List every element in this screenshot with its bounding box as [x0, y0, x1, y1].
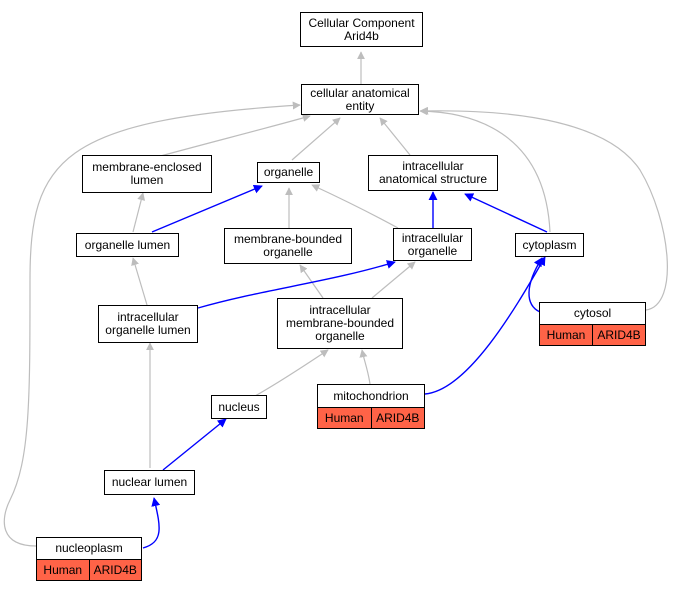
edge-cyto-ias [464, 193, 548, 233]
edge-cyto-cae [419, 107, 551, 233]
annotation-nucleoplasm: Human ARID4B [36, 559, 142, 581]
node-label: cellular anatomical entity [310, 85, 410, 113]
node-cytosol[interactable]: cytosol [539, 302, 646, 325]
node-intracellular-organelle-lumen[interactable]: intracellular organelle lumen [98, 305, 198, 343]
node-label: organelle lumen [84, 237, 171, 252]
node-intracellular-organelle[interactable]: intracellular organelle [393, 228, 472, 261]
edge-iol-orgl [131, 257, 148, 306]
annotation-gene: ARID4B [88, 560, 142, 580]
edge-nuc-imbo [254, 349, 329, 397]
node-label: intracellular membrane-bounded organelle [285, 303, 395, 343]
node-organelle[interactable]: organelle [257, 162, 320, 183]
edge-ias-cae [379, 117, 411, 156]
annotation-gene: ARID4B [370, 408, 425, 428]
annotation-mitochondrion: Human ARID4B [317, 407, 425, 429]
node-label: organelle [263, 165, 314, 179]
edge-mito-cyto [424, 256, 546, 395]
node-label: membrane-bounded organelle [233, 232, 343, 259]
edge-np-cae [3, 101, 301, 547]
node-cytoplasm[interactable]: cytoplasm [515, 233, 584, 257]
edge-imbo-mbo [299, 264, 324, 299]
node-cellular-component-root[interactable]: Cellular Component Arid4b [300, 12, 423, 47]
annotation-species: Human [546, 328, 586, 342]
node-nuclear-lumen[interactable]: nuclear lumen [104, 470, 195, 495]
edge-mel-cae [145, 114, 311, 161]
edge-imbo-io [371, 261, 416, 299]
node-nucleoplasm[interactable]: nucleoplasm [36, 537, 142, 560]
annotation-species: Human [324, 411, 364, 425]
annotation-cytosol: Human ARID4B [539, 324, 646, 346]
node-membrane-enclosed-lumen[interactable]: membrane-enclosed lumen [82, 155, 212, 193]
node-intracellular-membrane-bounded-organelle[interactable]: intracellular membrane-bounded organelle [277, 298, 403, 349]
node-label: nucleoplasm [55, 541, 123, 555]
edge-org-cae [291, 117, 341, 161]
node-label: membrane-enclosed lumen [92, 160, 202, 187]
node-nucleus[interactable]: nucleus [211, 395, 267, 419]
node-intracellular-anatomical-structure[interactable]: intracellular anatomical structure [368, 155, 498, 191]
edge-np-nl [142, 497, 161, 549]
edge-orgl-mel [132, 192, 146, 233]
node-membrane-bounded-organelle[interactable]: membrane-bounded organelle [224, 228, 352, 264]
node-cellular-anatomical-entity[interactable]: cellular anatomical entity [301, 84, 419, 115]
node-label: cytoplasm [522, 237, 577, 252]
node-label: intracellular organelle lumen [105, 310, 191, 337]
edge-cytosol-cae [420, 106, 668, 311]
edge-orgl-org [151, 184, 263, 233]
edge-io-org [311, 184, 399, 229]
node-organelle-lumen[interactable]: organelle lumen [76, 233, 179, 257]
node-label: intracellular organelle [401, 230, 464, 258]
edge-mito-imbo [359, 349, 371, 385]
node-label: Cellular Component Arid4b [308, 15, 415, 43]
annotation-species: Human [43, 563, 83, 577]
node-label: nuclear lumen [111, 475, 188, 489]
node-label: cytosol [573, 306, 612, 320]
edge-iol-io [197, 260, 396, 309]
annotation-gene: ARID4B [592, 325, 645, 345]
edge-nl-nuc [162, 418, 227, 471]
node-label: mitochondrion [333, 388, 409, 403]
node-mitochondrion[interactable]: mitochondrion [317, 384, 425, 408]
node-label: intracellular anatomical structure [378, 159, 488, 186]
node-label: nucleus [218, 399, 260, 414]
